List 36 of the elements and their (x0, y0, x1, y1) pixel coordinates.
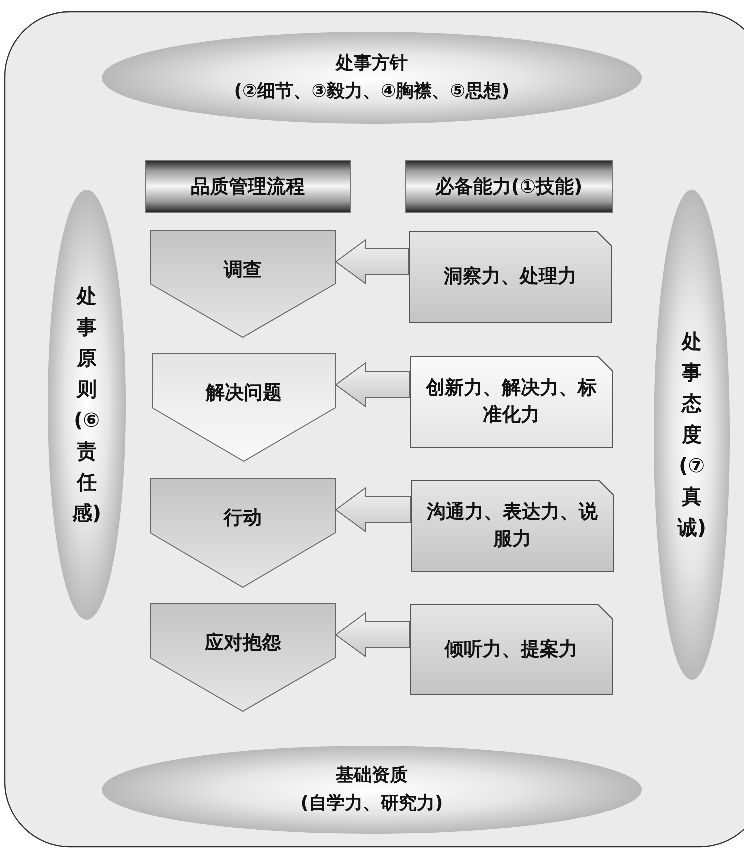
oval-band (102, 746, 642, 834)
step-pentagon (152, 353, 336, 462)
heading-text: 基础资质 (335, 764, 409, 788)
body-text: (②细节、③毅力、④胸襟、⑤思想) (233, 80, 511, 104)
body-text: (⑦真诚) (676, 452, 708, 542)
skill-card (410, 356, 613, 448)
heading-text: 处事方针 (334, 52, 409, 76)
step-pentagon (150, 230, 336, 338)
skill-card (409, 231, 612, 323)
heading-text: 倾听力、提案力 (444, 637, 579, 662)
header-bar (145, 160, 351, 213)
heading-text: 必备能力(①技能) (434, 174, 584, 198)
oval-band (48, 190, 126, 620)
heading-text: 调查 (222, 258, 263, 282)
heading-text: 品质管理流程 (190, 174, 306, 198)
heading-text: 处事态度 (680, 328, 703, 448)
heading-text: 应对抱怨 (204, 631, 282, 655)
heading-text: 解决问题 (204, 381, 283, 405)
heading-text: 行动 (222, 506, 263, 530)
heading-text: 处事原则 (76, 283, 98, 403)
oval-band (654, 190, 730, 680)
block-arrow (335, 487, 412, 533)
heading-text: 沟通力、表达力、说服力 (426, 500, 599, 552)
block-arrow (335, 362, 410, 408)
skill-card (411, 480, 614, 572)
oval-band (102, 32, 642, 124)
heading-text: 洞察力、处理力 (442, 264, 578, 290)
header-bar (405, 160, 613, 213)
body-text: (⑥责任感) (72, 407, 102, 527)
heading-text: 创新力、解决力、标准化力 (424, 376, 598, 428)
step-pentagon (150, 478, 336, 588)
skill-card (410, 604, 613, 695)
step-pentagon (150, 603, 336, 712)
body-text: (自学力、研究力) (300, 792, 444, 816)
block-arrow (335, 239, 410, 285)
block-arrow (335, 612, 410, 658)
